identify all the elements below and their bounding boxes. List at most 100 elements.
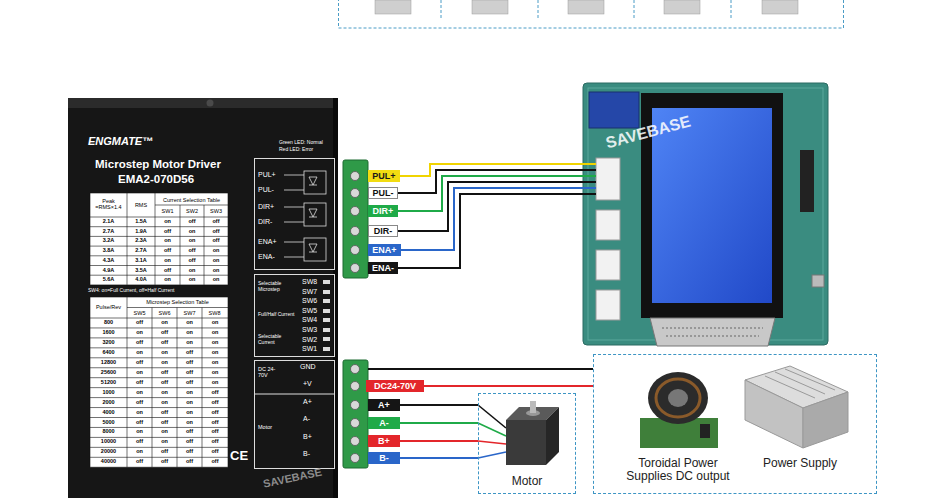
table-rule — [90, 236, 228, 237]
table-cell: on — [155, 256, 180, 266]
table-cell: off — [152, 378, 177, 388]
table-rule — [90, 193, 228, 194]
table-cell: on — [155, 275, 180, 285]
table-cell: on — [202, 378, 228, 388]
switch-name: SW3 — [302, 326, 322, 334]
table-cell: on — [180, 227, 204, 237]
table-cell: off — [152, 338, 177, 348]
table-cell: 2.7A — [90, 227, 127, 237]
signal-pin: DIR- — [258, 218, 284, 226]
table-cell: off — [155, 227, 180, 237]
table-cell: on — [127, 447, 152, 457]
table-cell: on — [202, 358, 228, 368]
table-cell: off — [127, 358, 152, 368]
table-cell: off — [204, 217, 228, 227]
table-cell: off — [202, 418, 228, 428]
driver-housing: ENGMATE™Microstep Motor DriverEMA2-070D5… — [68, 98, 338, 498]
table-cell: 6400 — [90, 348, 127, 358]
table-cell: on — [177, 418, 202, 428]
table-rule — [155, 193, 156, 285]
table-cell: off — [152, 368, 177, 378]
table-cell: 1.5A — [127, 217, 155, 227]
table-cell: on — [204, 246, 228, 256]
table-cell: on — [127, 388, 152, 398]
switch-name: SW7 — [302, 288, 322, 296]
caption: Power Supply — [750, 457, 850, 470]
table-rule — [90, 246, 228, 247]
table-cell: off — [180, 256, 204, 266]
wire-connector — [400, 440, 478, 442]
table-cell: off — [127, 418, 152, 428]
wire-tag-text: B+ — [369, 437, 399, 447]
table-cell: on — [152, 398, 177, 408]
table-rule — [90, 347, 228, 348]
table-cell: 12800 — [90, 358, 127, 368]
table-cell: 1.9A — [127, 227, 155, 237]
wire-tag: ENA- — [368, 262, 398, 274]
wire-tag-text: PUL+ — [369, 172, 399, 182]
switch-name: SW8 — [302, 278, 322, 286]
table-cell: off — [127, 318, 152, 328]
wire-tag-text: B- — [369, 454, 399, 464]
table-header: Pulse/Rev — [90, 304, 127, 310]
table-rule — [90, 467, 228, 468]
table-cell: off — [202, 427, 228, 437]
power-pin: GND — [300, 363, 330, 371]
table-cell: off — [152, 457, 177, 467]
table-header: Current Selection Table — [155, 197, 228, 203]
signal-pin: PUL- — [258, 186, 284, 194]
motor-pin: B- — [303, 450, 331, 458]
wire-tag: PUL+ — [368, 170, 400, 182]
wire-tag: A- — [368, 417, 400, 429]
table-cell: off — [152, 418, 177, 428]
table-cell: on — [127, 348, 152, 358]
table-cell: 51200 — [90, 378, 127, 388]
table-cell: 1600 — [90, 328, 127, 338]
table-cell: 2.7A — [127, 246, 155, 256]
table-cell: 4.3A — [90, 256, 127, 266]
switch-name: SW2 — [302, 336, 322, 344]
table-cell: on — [177, 338, 202, 348]
table-cell: on — [204, 266, 228, 276]
switch-note: SW4: on=Full Current, off=Half Current — [88, 288, 233, 294]
table-cell: off — [155, 266, 180, 276]
table-cell: off — [177, 348, 202, 358]
table-header: SW8 — [202, 310, 227, 316]
caption: Toroidal Power Supplies DC output — [618, 457, 738, 483]
table-rule — [90, 447, 228, 448]
wire-tag-text: ENA- — [369, 264, 397, 274]
switch-name: SW5 — [302, 307, 322, 315]
table-cell: 4.9A — [90, 266, 127, 276]
table-cell: off — [177, 358, 202, 368]
caption: Motor — [479, 475, 575, 488]
table-rule — [90, 193, 91, 285]
table-rule — [90, 226, 228, 227]
top-gallery — [339, 0, 844, 28]
table-cell: off — [155, 246, 180, 256]
signal-pin: DIR+ — [258, 203, 284, 211]
table-cell: 2.1A — [90, 217, 127, 227]
switch-group: Selectable Current — [258, 334, 296, 345]
table-cell: 1000 — [90, 388, 127, 398]
toroidal-supply — [640, 372, 718, 448]
wire-tag: B- — [368, 452, 400, 464]
table-cell: on — [127, 427, 152, 437]
table-cell: off — [180, 217, 204, 227]
table-header: SW2 — [180, 208, 204, 214]
table-cell: on — [204, 275, 228, 285]
table-header: SW6 — [152, 310, 177, 316]
table-cell: on — [177, 408, 202, 418]
table-cell: on — [177, 388, 202, 398]
table-cell: 800 — [90, 318, 127, 328]
wire-tag-text: DIR+ — [369, 207, 397, 217]
wire-tag-text: DIR- — [369, 227, 397, 237]
table-header: RMS — [127, 202, 155, 208]
table-cell: 3.1A — [127, 256, 155, 266]
wire-tag: DIR- — [368, 225, 398, 237]
wire-tag-text: PUL- — [369, 189, 397, 199]
table-cell: off — [152, 328, 177, 338]
table-cell: off — [177, 437, 202, 447]
table-cell: 5.6A — [90, 275, 127, 285]
table-cell: on — [202, 328, 228, 338]
